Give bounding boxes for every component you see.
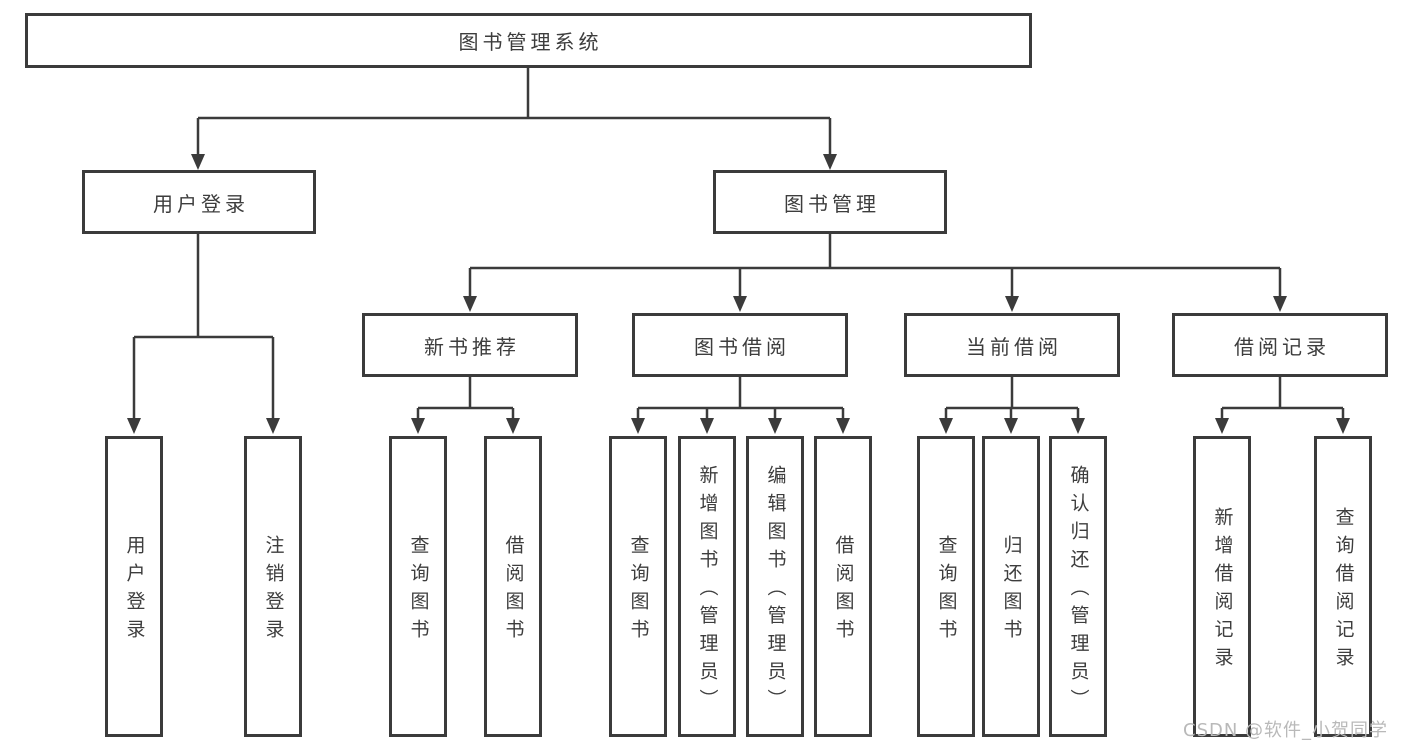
node-book-management: 图书管理	[713, 170, 947, 234]
node-borrowing-records: 借阅记录	[1172, 313, 1388, 377]
leaf-borrow-books-recommend-label: 借阅图书	[502, 535, 525, 647]
leaf-query-borrow-record: 查询借阅记录	[1314, 436, 1372, 737]
leaf-confirm-return-admin: 确认归还（管理员）	[1049, 436, 1107, 737]
leaf-add-borrow-record-label: 新增借阅记录	[1211, 507, 1234, 675]
leaf-query-books-borrowing: 查询图书	[609, 436, 667, 737]
leaf-add-book-admin-label: 新增图书（管理员）	[696, 465, 719, 717]
leaf-add-book-admin: 新增图书（管理员）	[678, 436, 736, 737]
node-library-management-system: 图书管理系统	[25, 13, 1032, 68]
leaf-logout-label: 注销登录	[262, 535, 285, 647]
leaf-query-borrow-record-label: 查询借阅记录	[1332, 507, 1355, 675]
leaf-edit-book-admin: 编辑图书（管理员）	[746, 436, 804, 737]
leaf-return-books-label: 归还图书	[1000, 535, 1023, 647]
node-current-borrowing: 当前借阅	[904, 313, 1120, 377]
leaf-return-books: 归还图书	[982, 436, 1040, 737]
csdn-watermark: CSDN @软件_小贺同学	[1183, 720, 1389, 741]
leaf-confirm-return-admin-label: 确认归还（管理员）	[1067, 465, 1090, 717]
leaf-user-login-label: 用户登录	[123, 535, 146, 647]
leaf-query-books-recommend: 查询图书	[389, 436, 447, 737]
leaf-borrow-books-borrowing-label: 借阅图书	[832, 535, 855, 647]
leaf-logout: 注销登录	[244, 436, 302, 737]
node-user-login: 用户登录	[82, 170, 316, 234]
leaf-query-books-current-label: 查询图书	[935, 535, 958, 647]
leaf-query-books-borrowing-label: 查询图书	[627, 535, 650, 647]
leaf-user-login: 用户登录	[105, 436, 163, 737]
arrowheads	[127, 154, 1350, 434]
leaf-query-books-recommend-label: 查询图书	[407, 535, 430, 647]
leaf-edit-book-admin-label: 编辑图书（管理员）	[764, 465, 787, 717]
node-new-book-recommendation: 新书推荐	[362, 313, 578, 377]
tree-edges	[132, 68, 1345, 421]
leaf-add-borrow-record: 新增借阅记录	[1193, 436, 1251, 737]
leaf-borrow-books-borrowing: 借阅图书	[814, 436, 872, 737]
node-book-borrowing: 图书借阅	[632, 313, 848, 377]
leaf-query-books-current: 查询图书	[917, 436, 975, 737]
leaf-borrow-books-recommend: 借阅图书	[484, 436, 542, 737]
